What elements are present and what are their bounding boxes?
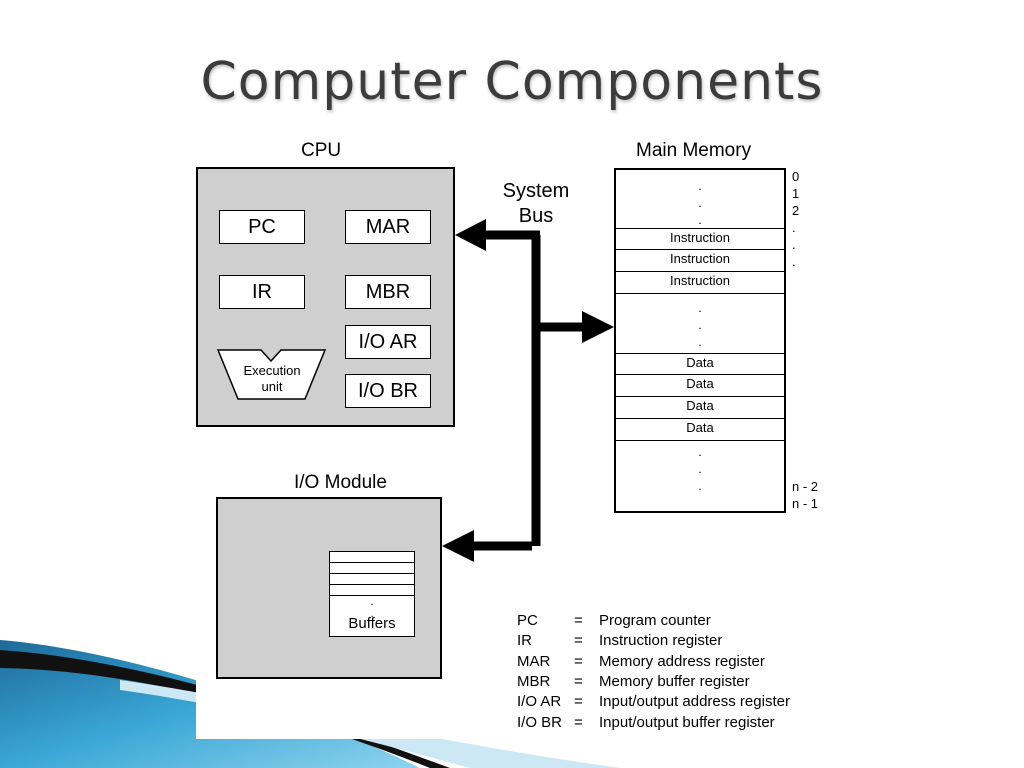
legend-abbr: PC xyxy=(517,612,538,629)
memory-cell-data: Data xyxy=(616,375,784,397)
legend-description: Memory buffer register xyxy=(599,672,750,690)
slide-title: Computer Components xyxy=(200,52,824,112)
register-io-br: I/O BR xyxy=(345,374,431,408)
legend-equals: = xyxy=(574,713,583,731)
legend-abbr: MAR xyxy=(517,652,551,670)
legend-abbr: I/O BR xyxy=(517,713,563,731)
register-pc: PC xyxy=(219,210,305,244)
memory-cell-data: Data xyxy=(616,353,784,375)
legend-abbr: I/O AR xyxy=(517,693,562,711)
legend-row: I/O BR = Input/output buffer register xyxy=(517,714,817,732)
execution-unit-shape xyxy=(217,349,327,400)
memory-cell-data: Data xyxy=(616,419,784,441)
io-module-label: I/O Module xyxy=(294,472,387,493)
buffer-ellipsis: .. xyxy=(370,596,374,620)
register-mbr: MBR xyxy=(345,275,431,309)
legend-description: Instruction register xyxy=(599,632,723,650)
buffers-label: Buffers xyxy=(348,615,396,632)
legend-description: Program counter xyxy=(599,612,711,629)
memory-addresses-top: 0 1 2 . . . xyxy=(792,169,800,269)
memory-addresses-bottom: n - 2 n - 1 xyxy=(792,479,819,511)
cpu-box: PC MAR IR MBR I/O AR I/O BR Execution un… xyxy=(196,167,455,427)
computer-components-diagram: CPU PC MAR IR MBR I/O AR I/O BR Executio… xyxy=(196,135,820,739)
legend-row: MAR = Memory address register xyxy=(517,653,817,671)
memory-cell-instruction: Instruction xyxy=(616,250,784,272)
legend-equals: = xyxy=(574,612,583,629)
register-ir: IR xyxy=(219,275,305,309)
legend-description: Input/output buffer register xyxy=(599,713,775,731)
legend-row: I/O AR = Input/output address register xyxy=(517,693,817,711)
memory-ellipsis: ... xyxy=(698,301,702,349)
legend-row: IR = Instruction register xyxy=(517,632,817,650)
execution-unit-label: Execution unit xyxy=(243,363,301,394)
memory-cell-instruction: Instruction xyxy=(616,228,784,250)
register-io-ar: I/O AR xyxy=(345,325,431,359)
main-memory-label: Main Memory xyxy=(636,140,752,161)
legend-equals: = xyxy=(574,632,583,650)
memory-ellipsis: ... xyxy=(698,445,702,493)
io-module-box: .. Buffers xyxy=(216,497,442,679)
legend-abbr: IR xyxy=(517,632,532,650)
memory-ellipsis: ... xyxy=(698,179,702,227)
legend-row: MBR = Memory buffer register xyxy=(517,673,817,691)
legend-description: Input/output address register xyxy=(599,693,790,711)
legend-equals: = xyxy=(574,693,583,711)
legend-equals: = xyxy=(574,652,583,670)
legend-abbr: MBR xyxy=(517,672,551,690)
legend-equals: = xyxy=(574,672,583,690)
memory-cell-instruction: Instruction xyxy=(616,272,784,294)
legend-row: PC = Program counter xyxy=(517,612,817,630)
cpu-label: CPU xyxy=(301,140,342,161)
main-memory-box: ... Instruction Instruction Instruction … xyxy=(614,168,786,513)
system-bus-arrows xyxy=(442,219,614,562)
memory-cell-data: Data xyxy=(616,397,784,419)
register-mar: MAR xyxy=(345,210,431,244)
io-buffers: .. Buffers xyxy=(329,551,415,637)
legend-description: Memory address register xyxy=(599,652,765,670)
system-bus-label: System Bus xyxy=(502,180,570,227)
